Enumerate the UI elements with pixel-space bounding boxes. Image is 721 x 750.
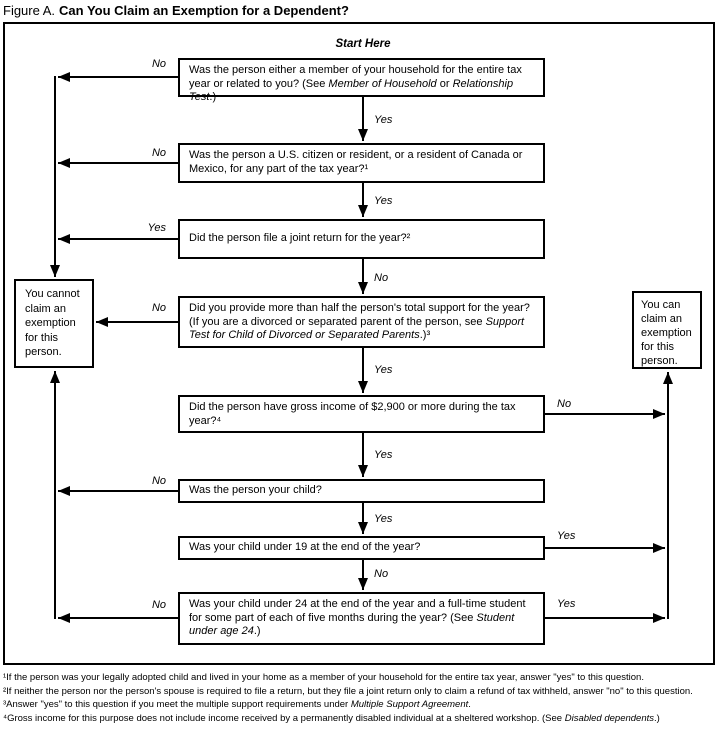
edge-label-q1-no: No — [151, 58, 166, 70]
flowchart-border — [3, 22, 715, 665]
outcome-cannot-claim: You cannot claim an exemption for this p… — [14, 279, 94, 368]
edge-label-q8-yes: Yes — [557, 598, 576, 610]
figure-label: Figure A. — [3, 3, 56, 18]
edge-label-q5-yes: Yes — [374, 449, 393, 461]
start-here-label: Start Here — [335, 38, 391, 50]
edge-label-q5-no: No — [557, 398, 572, 410]
edge-label-q7-yes: Yes — [557, 530, 576, 542]
question-joint-return: Did the person file a joint return for t… — [178, 219, 545, 259]
question-household-or-related: Was the person either a member of your h… — [178, 58, 545, 103]
footnote-1: ¹If the person was your legally adopted … — [3, 672, 644, 683]
outcome-can-claim: You can claim an exemption for this pers… — [632, 291, 702, 369]
edge-label-q7-no: No — [374, 568, 389, 580]
footnote-3: ³Answer "yes" to this question if you me… — [3, 699, 471, 710]
footnote-4: ⁴Gross income for this purpose does not … — [3, 712, 660, 724]
edge-label-q3-no: No — [374, 272, 389, 284]
question-gross-income: Did the person have gross income of $2,9… — [178, 395, 545, 433]
footnote-2: ²If neither the person nor the person's … — [3, 685, 693, 697]
edge-label-q4-yes: Yes — [374, 364, 393, 376]
question-your-child: Was the person your child? — [178, 479, 545, 503]
edge-label-q3-yes: Yes — [147, 222, 166, 234]
footnotes: ¹If the person was your legally adopted … — [3, 671, 717, 725]
edge-label-q8-no: No — [151, 599, 166, 611]
question-half-support: Did you provide more than half the perso… — [178, 296, 545, 348]
question-under-19: Was your child under 19 at the end of th… — [178, 536, 545, 560]
edge-label-q6-yes: Yes — [374, 513, 393, 525]
edge-label-q4-no: No — [151, 302, 166, 314]
question-citizen-or-resident: Was the person a U.S. citizen or residen… — [178, 143, 545, 183]
edge-label-q2-no: No — [151, 147, 166, 159]
figure-title: Figure A.Can You Claim an Exemption for … — [3, 3, 349, 18]
figure-heading: Can You Claim an Exemption for a Depende… — [59, 3, 349, 18]
edge-label-q2-yes: Yes — [374, 195, 393, 207]
edge-label-q6-no: No — [151, 475, 166, 487]
question-under-24-student: Was your child under 24 at the end of th… — [178, 592, 545, 645]
edge-label-q1-yes: Yes — [374, 114, 393, 126]
